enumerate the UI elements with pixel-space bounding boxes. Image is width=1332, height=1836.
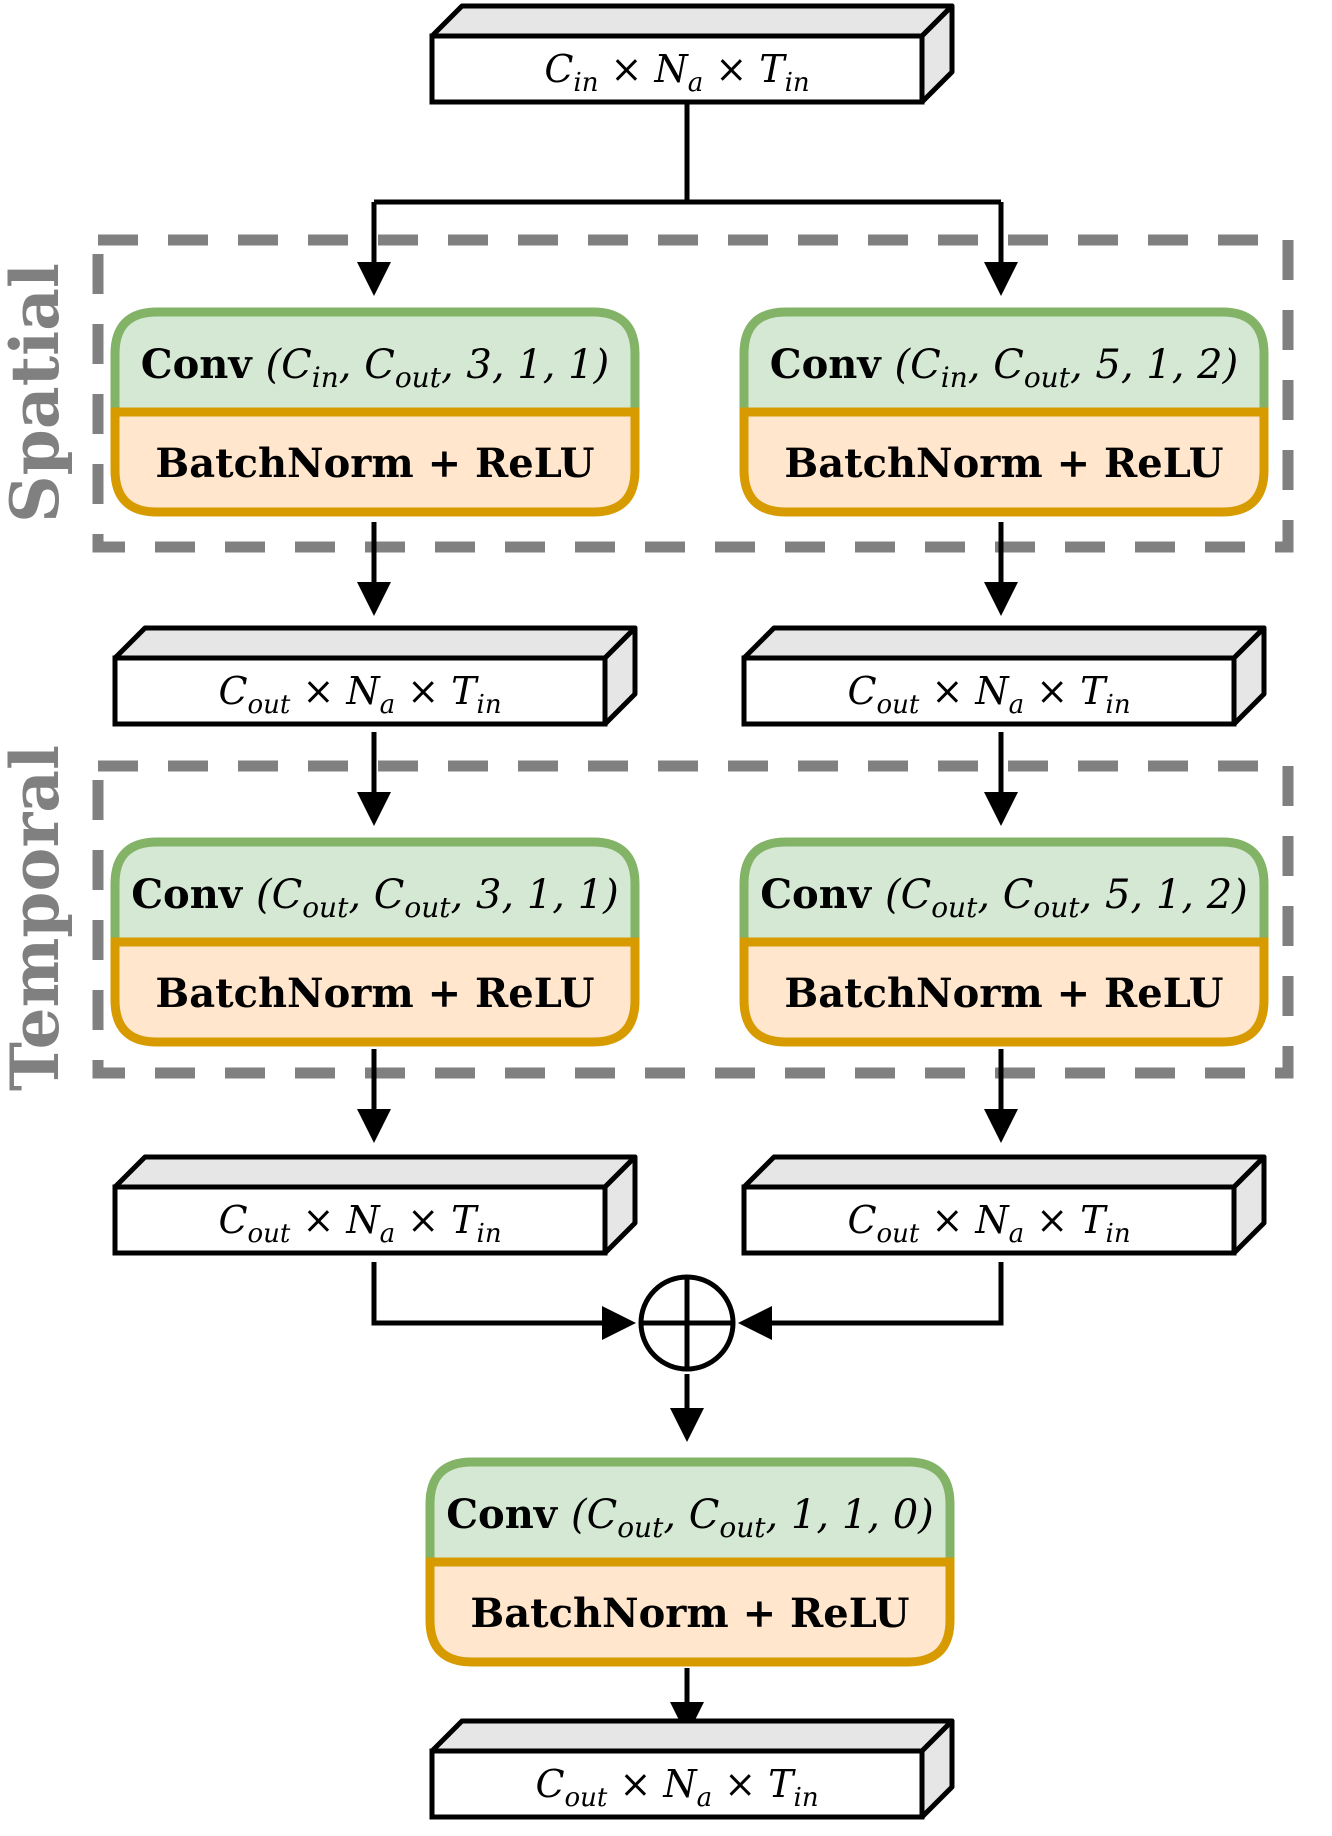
- batchnorm-relu-box: [425, 1557, 955, 1667]
- sum-node: [638, 1274, 736, 1372]
- tensor-shape-label: Cout × Na × Tin: [218, 669, 501, 720]
- temporal-group-label: Temporal: [0, 745, 74, 1091]
- conv-label: Conv (Cout, Cout, 3, 1, 1): [131, 871, 619, 924]
- conv-label: Conv (Cin, Cout, 3, 1, 1): [141, 341, 609, 394]
- batchnorm-relu-label: BatchNorm + ReLU: [784, 440, 1223, 487]
- batchnorm-relu-box: [110, 937, 640, 1047]
- batchnorm-relu-label: BatchNorm + ReLU: [470, 1590, 909, 1637]
- block-spatial-right: Conv (Cin, Cout, 5, 1, 2) BatchNorm + ReL…: [739, 307, 1269, 517]
- tensor-post-left: Cout × Na × Tin: [112, 1154, 638, 1256]
- conv-layer-box: [425, 1457, 955, 1567]
- batchnorm-relu-label: BatchNorm + ReLU: [155, 440, 594, 487]
- conv-layer-box: [739, 837, 1269, 947]
- tensor-post-right: Cout × Na × Tin: [741, 1154, 1267, 1256]
- block-fusion: Conv (Cout, Cout, 1, 1, 0) BatchNorm + Re…: [425, 1457, 955, 1667]
- arrowheads: [357, 262, 1018, 1736]
- batchnorm-relu-label: BatchNorm + ReLU: [784, 970, 1223, 1017]
- conv-label: Conv (Cout, Cout, 1, 1, 0): [446, 1491, 934, 1544]
- tensor-shape-label: Cout × Na × Tin: [535, 1762, 818, 1813]
- conv-label: Conv (Cin, Cout, 5, 1, 2): [770, 341, 1238, 394]
- batchnorm-relu-box: [739, 407, 1269, 517]
- temporal-group-border: [92, 760, 1294, 1079]
- block-spatial-left: Conv (Cin, Cout, 3, 1, 1) BatchNorm + ReL…: [110, 307, 640, 517]
- arrow-right-to-sum: [764, 1262, 1004, 1326]
- arrow-left-to-sum: [371, 1262, 610, 1326]
- conv-layer-box: [739, 307, 1269, 417]
- spatial-group-border: [92, 234, 1294, 553]
- input-split-line: [374, 102, 1001, 205]
- batchnorm-relu-box: [739, 937, 1269, 1047]
- connectors: [371, 102, 1004, 1712]
- conv-layer-box: [110, 307, 640, 417]
- conv-layer-box: [110, 837, 640, 947]
- tensor-mid-right: Cout × Na × Tin: [741, 625, 1267, 727]
- tensor-mid-left: Cout × Na × Tin: [112, 625, 638, 727]
- batchnorm-relu-label: BatchNorm + ReLU: [155, 970, 594, 1017]
- tensor-input: Cin × Na × Tin: [429, 3, 955, 105]
- tensor-shape-label: Cin × Na × Tin: [544, 47, 809, 98]
- tensor-shape-label: Cout × Na × Tin: [218, 1198, 501, 1249]
- spatial-group-label: Spatial: [0, 263, 74, 523]
- block-temporal-right: Conv (Cout, Cout, 5, 1, 2) BatchNorm + Re…: [739, 837, 1269, 1047]
- tensor-shape-label: Cout × Na × Tin: [847, 1198, 1130, 1249]
- batchnorm-relu-box: [110, 407, 640, 517]
- conv-label: Conv (Cout, Cout, 5, 1, 2): [760, 871, 1248, 924]
- tensor-output: Cout × Na × Tin: [429, 1718, 955, 1820]
- tensor-shape-label: Cout × Na × Tin: [847, 669, 1130, 720]
- block-temporal-left: Conv (Cout, Cout, 3, 1, 1) BatchNorm + Re…: [110, 837, 640, 1047]
